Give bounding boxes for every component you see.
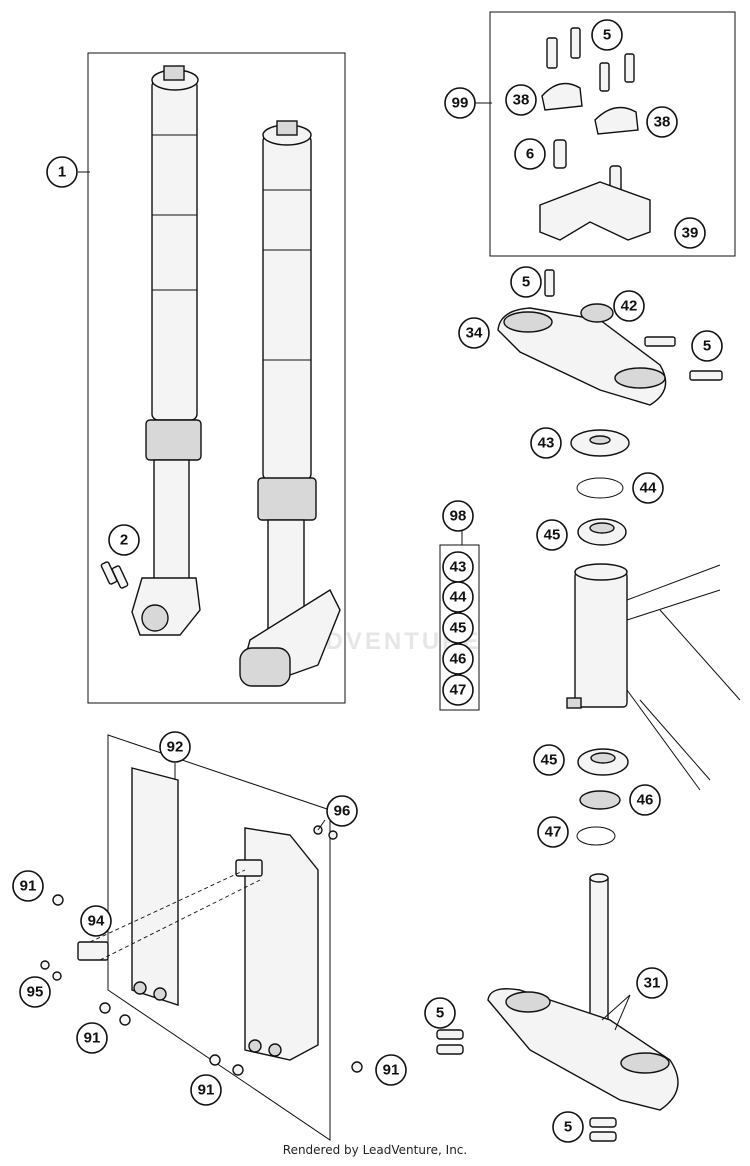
callout-91-right: 91 — [375, 1054, 407, 1086]
svg-text:5: 5 — [603, 27, 611, 44]
callout-42: 42 — [613, 290, 645, 322]
callout-99: 99 — [444, 87, 476, 119]
upper-triple-clamp — [497, 269, 723, 406]
callout-45-kit: 45 — [442, 612, 474, 644]
steering-bearings-upper — [570, 429, 630, 546]
callout-46-lower: 46 — [629, 784, 661, 816]
svg-text:5: 5 — [522, 274, 530, 291]
fork-guard-frame — [107, 734, 331, 1141]
steering-bearings-lower — [576, 748, 629, 846]
footer-credit: Rendered by LeadVenture, Inc. — [282, 1143, 468, 1157]
callout-45-lower: 45 — [533, 744, 565, 776]
callout-91-top: 91 — [12, 870, 44, 902]
svg-text:5: 5 — [703, 338, 711, 355]
left-fork-leg — [131, 65, 202, 636]
svg-text:38: 38 — [513, 92, 530, 109]
svg-text:94: 94 — [88, 913, 105, 930]
svg-text:98: 98 — [450, 508, 467, 525]
svg-text:39: 39 — [682, 225, 699, 242]
callout-2: 2 — [108, 524, 140, 556]
svg-text:2: 2 — [120, 532, 128, 549]
svg-text:34: 34 — [466, 325, 483, 342]
svg-text:38: 38 — [654, 114, 671, 131]
svg-text:6: 6 — [526, 146, 534, 163]
svg-text:31: 31 — [644, 975, 661, 992]
lower-triple-clamp — [436, 873, 679, 1142]
callout-45-upper: 45 — [536, 519, 568, 551]
fork-guards — [40, 767, 363, 1076]
fork-assembly-frame — [87, 52, 346, 704]
svg-text:44: 44 — [640, 480, 657, 497]
callout-39: 39 — [674, 217, 706, 249]
svg-text:91: 91 — [383, 1062, 400, 1079]
callout-5-lower-right: 5 — [552, 1111, 584, 1143]
callout-98: 98 — [442, 500, 474, 532]
svg-text:91: 91 — [84, 1030, 101, 1047]
callout-46-kit: 46 — [442, 643, 474, 675]
fork-bolts — [100, 561, 129, 589]
callout-44-upper: 44 — [632, 472, 664, 504]
svg-text:46: 46 — [637, 792, 654, 809]
callout-34: 34 — [458, 317, 490, 349]
bearing-kit-frame — [439, 544, 480, 711]
callout-47-lower: 47 — [537, 816, 569, 848]
callout-91-bottom: 91 — [190, 1074, 222, 1106]
callout-1: 1 — [46, 156, 78, 188]
svg-text:43: 43 — [450, 559, 467, 576]
svg-text:44: 44 — [450, 589, 467, 606]
callout-38-right: 38 — [646, 106, 678, 138]
svg-text:45: 45 — [541, 752, 558, 769]
callout-5-lower-left: 5 — [424, 997, 456, 1029]
svg-text:42: 42 — [621, 298, 638, 315]
clamp-kit-frame — [489, 11, 736, 257]
svg-text:47: 47 — [450, 682, 467, 699]
callout-38-left: 38 — [505, 84, 537, 116]
svg-text:99: 99 — [452, 95, 469, 112]
svg-text:5: 5 — [564, 1119, 572, 1136]
callout-31: 31 — [636, 967, 668, 999]
handlebar-clamps — [539, 27, 651, 241]
svg-text:1: 1 — [58, 164, 66, 181]
frame-steering-head — [566, 563, 741, 791]
callout-91-mid: 91 — [76, 1022, 108, 1054]
callout-5-clamp-bolt: 5 — [691, 330, 723, 362]
svg-text:95: 95 — [27, 984, 44, 1001]
callout-96: 96 — [326, 795, 358, 827]
callout-44-kit: 44 — [442, 581, 474, 613]
svg-text:91: 91 — [20, 878, 37, 895]
svg-text:43: 43 — [538, 435, 555, 452]
right-fork-leg — [239, 120, 341, 687]
callout-43-kit: 43 — [442, 551, 474, 583]
svg-text:5: 5 — [436, 1005, 444, 1022]
svg-text:92: 92 — [167, 739, 184, 756]
callout-6: 6 — [514, 138, 546, 170]
callout-92: 92 — [159, 731, 191, 763]
svg-text:46: 46 — [450, 651, 467, 668]
svg-text:47: 47 — [545, 824, 562, 841]
svg-text:45: 45 — [450, 620, 467, 637]
callout-5-upper-bolt: 5 — [510, 266, 542, 298]
callout-95: 95 — [19, 976, 51, 1008]
svg-text:45: 45 — [544, 527, 561, 544]
callout-43-upper: 43 — [530, 427, 562, 459]
svg-text:91: 91 — [198, 1082, 215, 1099]
callout-5-clamp: 5 — [591, 19, 623, 51]
callout-47-kit: 47 — [442, 674, 474, 706]
svg-text:96: 96 — [334, 803, 351, 820]
callout-94: 94 — [80, 905, 112, 937]
